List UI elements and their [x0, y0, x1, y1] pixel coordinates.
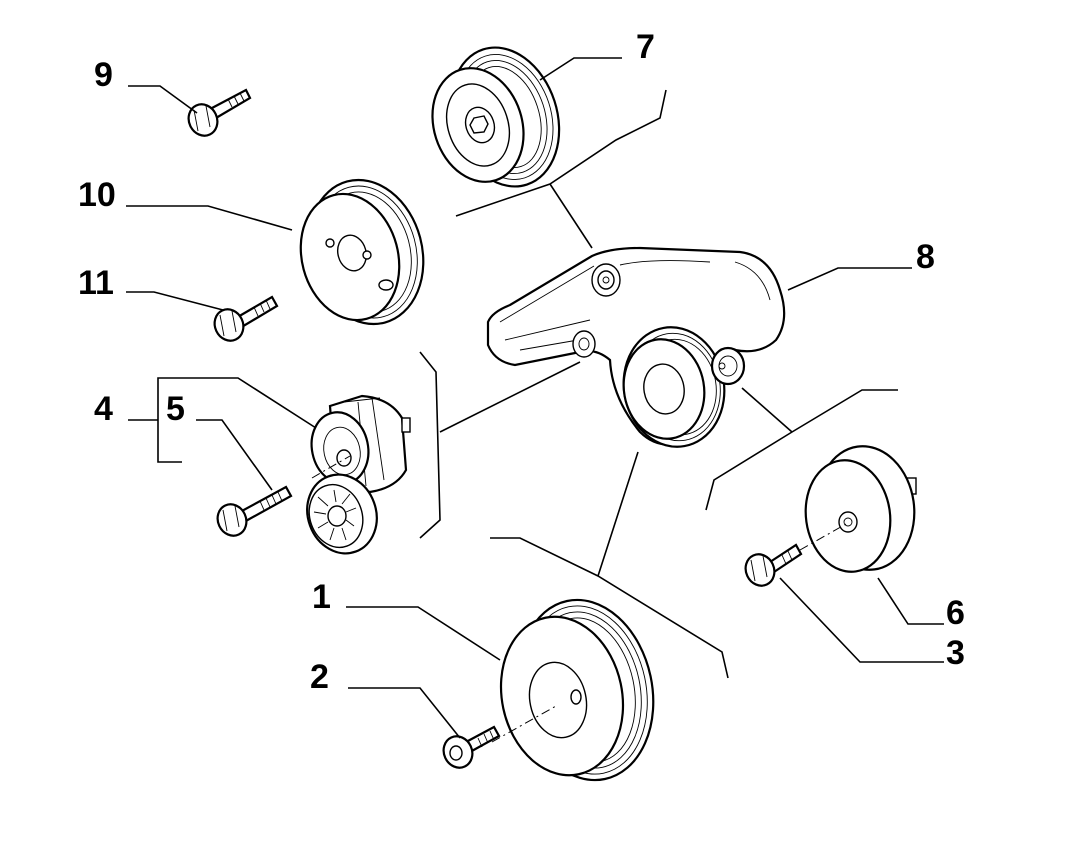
part-2-socket-bolt — [442, 725, 501, 769]
label-7: 7 — [636, 28, 655, 66]
label-4: 4 — [94, 390, 113, 428]
label-9: 9 — [94, 56, 113, 94]
label-11: 11 — [78, 264, 114, 302]
assembly-guide-lines — [419, 89, 898, 679]
label-2: 2 — [310, 658, 329, 696]
part-3-bolt — [744, 543, 803, 587]
leader-lines — [126, 57, 944, 739]
part-5-bolt — [216, 485, 293, 537]
part-10-pulley — [299, 178, 425, 326]
part-9-bolt — [187, 88, 252, 137]
part-4-belt-tensioner — [306, 394, 411, 555]
part-1-crank-pulley — [491, 598, 655, 782]
label-8: 8 — [916, 238, 935, 276]
label-3: 3 — [946, 634, 965, 672]
part-8-tensioner-bracket — [486, 246, 786, 448]
part-6-idler-roller — [799, 445, 917, 573]
label-6: 6 — [946, 594, 965, 632]
label-1: 1 — [312, 578, 331, 616]
label-10: 10 — [78, 176, 116, 214]
callout-labels: 7 9 10 11 8 4 5 1 2 6 3 — [78, 28, 965, 696]
part-11-bolt — [213, 295, 279, 342]
label-5: 5 — [166, 390, 185, 428]
part-7-idler-pulley — [431, 46, 561, 188]
